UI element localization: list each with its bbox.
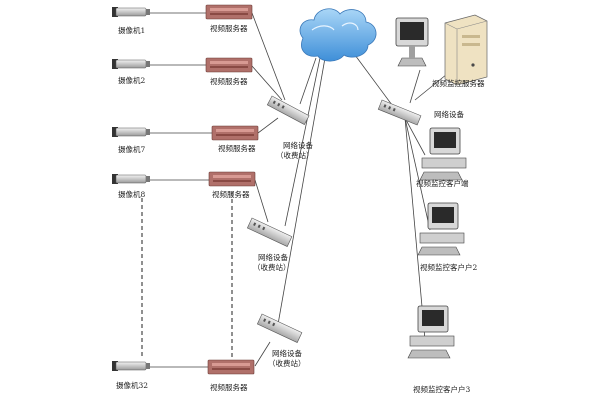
camera-group — [112, 7, 150, 371]
center-network-label: 网络设备 — [434, 109, 464, 119]
center-switch — [377, 99, 422, 126]
camera-label: 摄像机2 — [118, 75, 145, 85]
video-server-label: 视频服务器 — [210, 382, 248, 392]
toll-device-label: 网络设备 — [258, 252, 288, 262]
client-label: 视频监控客户户3 — [413, 384, 470, 394]
connections — [141, 12, 453, 368]
camera-8 — [112, 174, 150, 184]
monitoring-center — [377, 14, 488, 359]
camera-label: 摄像机7 — [118, 144, 145, 154]
video-server-3 — [211, 125, 259, 141]
camera-label: 摄像机8 — [118, 189, 145, 199]
client-label: 视频监控客户端 — [416, 178, 469, 188]
camera-label: 摄像机32 — [116, 380, 148, 390]
camera-32 — [112, 361, 150, 371]
client-pc-3 — [407, 305, 455, 359]
toll-device-sublabel: （收费站） — [253, 262, 291, 272]
video-server-2 — [205, 57, 253, 73]
video-server-label: 视频服务器 — [210, 23, 248, 33]
camera-label: 摄像机1 — [118, 25, 145, 35]
toll-switch-group — [246, 95, 310, 343]
video-server-32 — [207, 359, 255, 375]
toll-switch-2 — [246, 217, 293, 247]
internet-cloud — [299, 8, 377, 62]
monitor-icon — [395, 17, 429, 67]
video-server-label: 视频服务器 — [212, 189, 250, 199]
camera-1 — [112, 7, 150, 17]
video-server-1 — [205, 4, 253, 20]
client-pc-1 — [419, 127, 467, 181]
toll-switch-3 — [256, 313, 303, 343]
toll-device-label: 网络设备 — [272, 348, 302, 358]
camera-2 — [112, 59, 150, 69]
toll-device-sublabel: （收费站） — [276, 150, 314, 160]
video-server-group — [205, 4, 259, 375]
toll-device-label: 网络设备 — [283, 140, 313, 150]
client-pc-2 — [417, 202, 465, 256]
client-label: 视频监控客户户2 — [420, 262, 477, 272]
camera-7 — [112, 127, 150, 137]
video-server-label: 视频服务器 — [210, 76, 248, 86]
video-server-4 — [208, 171, 256, 187]
toll-switch-1 — [266, 95, 310, 125]
monitoring-server-label: 视频监控服务器 — [432, 78, 485, 88]
server-tower-icon — [444, 14, 488, 86]
video-server-label: 视频服务器 — [218, 143, 256, 153]
toll-device-sublabel: （收费站） — [268, 358, 306, 368]
